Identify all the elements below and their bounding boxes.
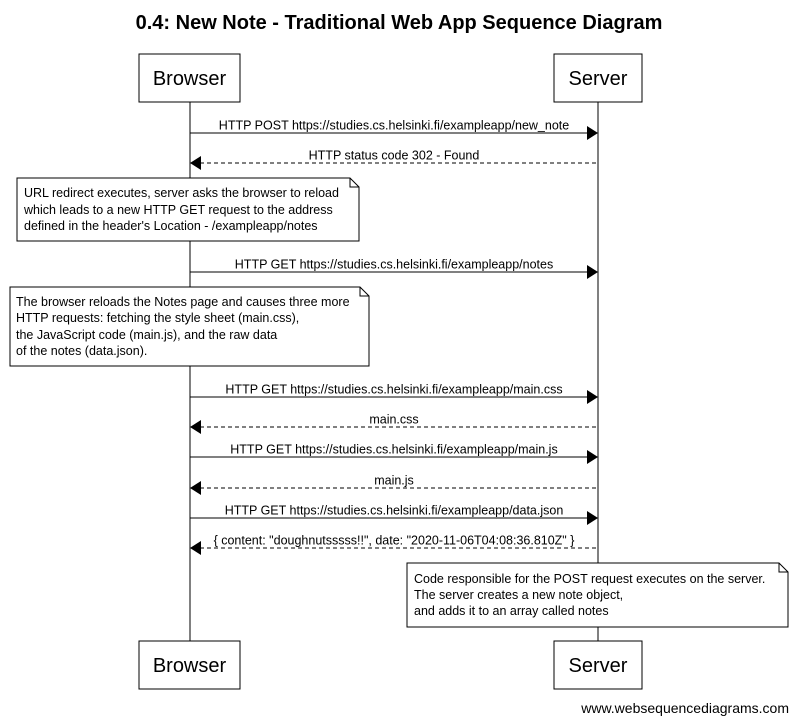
participant-label: Server <box>569 655 628 677</box>
message-label: HTTP GET https://studies.cs.helsinki.fi/… <box>230 443 557 457</box>
arrowhead-icon <box>587 450 598 464</box>
note-line: which leads to a new HTTP GET request to… <box>23 203 333 217</box>
footer-credit: www.websequencediagrams.com <box>580 700 789 716</box>
message-label: HTTP status code 302 - Found <box>309 149 480 163</box>
arrowhead-icon <box>587 390 598 404</box>
note-server-code: Code responsible for the POST request ex… <box>406 562 789 628</box>
arrowhead-icon <box>587 126 598 140</box>
message-label: main.css <box>369 413 418 427</box>
arrowhead-icon <box>587 511 598 525</box>
participant-label: Server <box>569 68 628 90</box>
note-line: defined in the header's Location - /exam… <box>24 219 318 233</box>
participant-server-bottom: Server <box>553 640 643 690</box>
arrowhead-icon <box>190 156 201 170</box>
message-status-302: HTTP status code 302 - Found <box>190 149 598 170</box>
message-label: HTTP GET https://studies.cs.helsinki.fi/… <box>235 258 553 272</box>
note-line: and adds it to an array called notes <box>414 604 609 618</box>
message-http-get-main-css: HTTP GET https://studies.cs.helsinki.fi/… <box>190 383 598 404</box>
note-line: of the notes (data.json). <box>16 344 147 358</box>
message-http-post-new-note: HTTP POST https://studies.cs.helsinki.fi… <box>190 119 598 140</box>
message-http-get-notes: HTTP GET https://studies.cs.helsinki.fi/… <box>190 258 598 279</box>
diagram-title: 0.4: New Note - Traditional Web App Sequ… <box>136 12 663 34</box>
message-label: HTTP GET https://studies.cs.helsinki.fi/… <box>225 504 564 518</box>
message-data-json-response: { content: "doughnutsssss!!", date: "202… <box>190 534 598 555</box>
message-http-get-data-json: HTTP GET https://studies.cs.helsinki.fi/… <box>190 504 598 525</box>
message-label: HTTP POST https://studies.cs.helsinki.fi… <box>219 119 569 133</box>
note-line: Code responsible for the POST request ex… <box>414 572 765 586</box>
note-line: HTTP requests: fetching the style sheet … <box>16 311 299 325</box>
note-url-redirect: URL redirect executes, server asks the b… <box>16 177 360 242</box>
message-main-css-response: main.css <box>190 413 598 434</box>
arrowhead-icon <box>190 420 201 434</box>
participant-server-top: Server <box>553 53 643 103</box>
note-line: the JavaScript code (main.js), and the r… <box>16 328 277 342</box>
arrowhead-icon <box>587 265 598 279</box>
message-label: { content: "doughnutsssss!!", date: "202… <box>214 534 575 548</box>
message-label: main.js <box>374 474 414 488</box>
message-http-get-main-js: HTTP GET https://studies.cs.helsinki.fi/… <box>190 443 598 464</box>
note-browser-reloads: The browser reloads the Notes page and c… <box>9 286 370 367</box>
message-label: HTTP GET https://studies.cs.helsinki.fi/… <box>225 383 562 397</box>
participant-browser-bottom: Browser <box>138 640 241 690</box>
participant-label: Browser <box>153 68 227 90</box>
arrowhead-icon <box>190 481 201 495</box>
participant-label: Browser <box>153 655 227 677</box>
note-line: The server creates a new note object, <box>414 588 623 602</box>
arrowhead-icon <box>190 541 201 555</box>
note-line: The browser reloads the Notes page and c… <box>16 295 350 309</box>
participant-browser-top: Browser <box>138 53 241 103</box>
message-main-js-response: main.js <box>190 474 598 495</box>
note-line: URL redirect executes, server asks the b… <box>24 186 339 200</box>
